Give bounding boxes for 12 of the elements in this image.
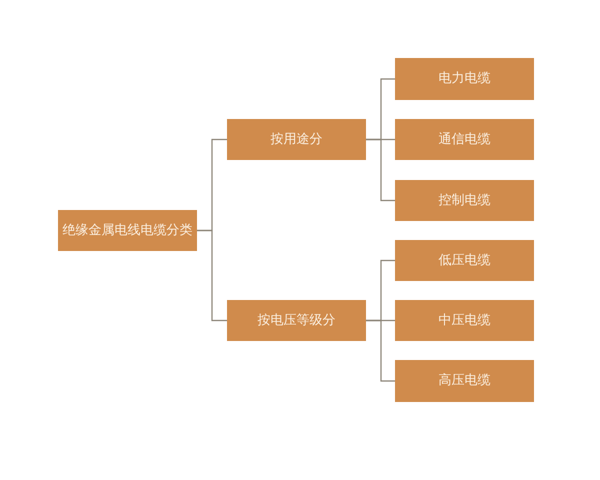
connector-line (197, 230, 227, 322)
category-box: 低压电缆 (395, 240, 534, 281)
category-box: 中压电缆 (395, 300, 534, 341)
category-box: 高压电缆 (395, 360, 534, 402)
category-box: 通信电缆 (395, 119, 534, 160)
category-box: 按电压等级分 (227, 300, 366, 341)
category-box: 控制电缆 (395, 180, 534, 221)
category-box: 电力电缆 (395, 58, 534, 100)
connector-line (366, 320, 395, 382)
category-box: 按用途分 (227, 119, 366, 160)
category-box: 绝缘金属电线电缆分类 (58, 210, 197, 251)
connector-line (366, 138, 395, 202)
